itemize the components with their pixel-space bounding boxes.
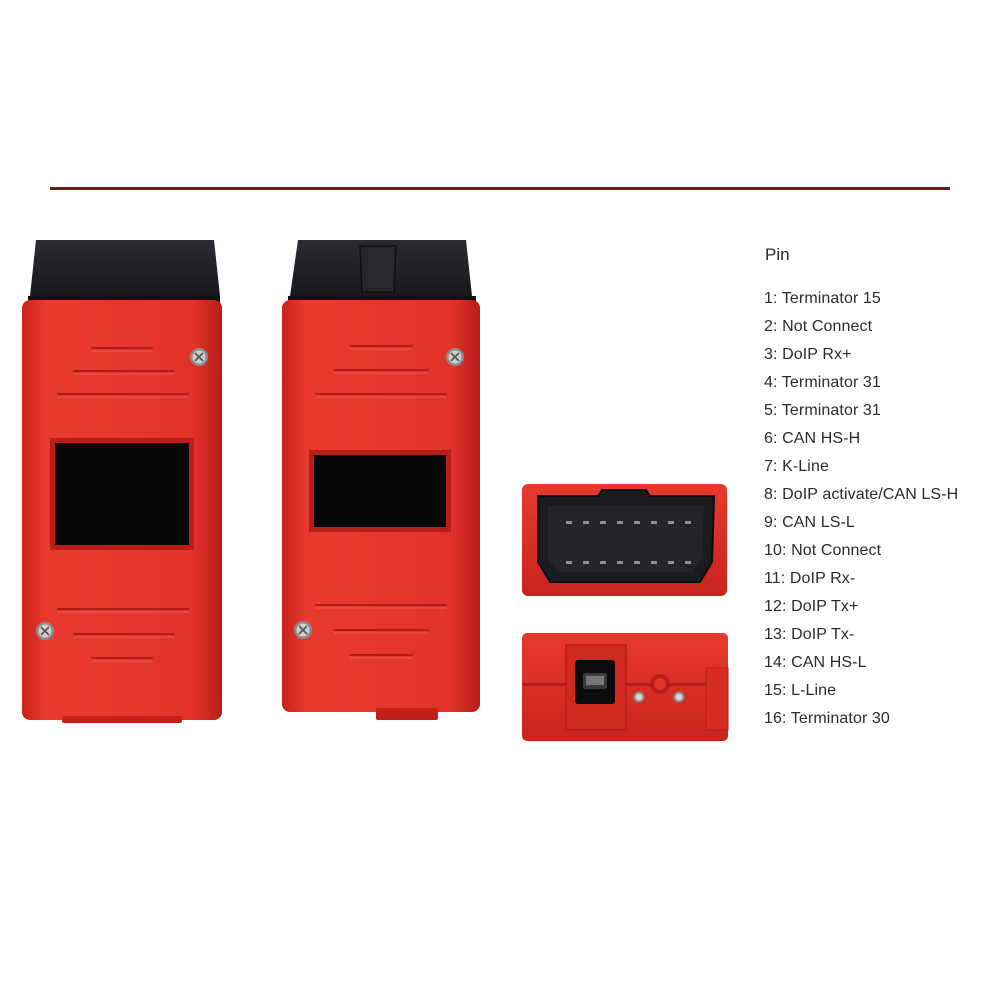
list-item: 16: Terminator 30 [764,710,890,727]
led-indicator-icon [650,674,670,694]
list-item: 9: CAN LS-L [764,514,855,531]
list-item: 14: CAN HS-L [764,654,867,671]
obd-socket-view [522,484,727,596]
pin-title: Pin [765,245,790,264]
obd-connector-cap [30,240,220,306]
display-window [55,443,189,545]
list-item: 4: Terminator 31 [764,374,881,391]
list-item: 3: DoIP Rx+ [764,346,852,363]
screw-icon [633,691,645,703]
list-item: 1: Terminator 15 [764,290,881,307]
list-item: 2: Not Connect [764,318,873,335]
list-item: 5: Terminator 31 [764,402,881,419]
list-item: 12: DoIP Tx+ [764,598,859,615]
device-rear-view [282,240,480,720]
list-item: 10: Not Connect [764,542,882,559]
list-item: 15: L-Line [764,682,837,699]
screw-icon [36,622,54,640]
screw-icon [673,691,685,703]
list-item: 8: DoIP activate/CAN LS-H [764,486,959,503]
list-item: 6: CAN HS-H [764,430,861,447]
header-divider [50,187,950,190]
pin-list: 1: Terminator 15 2: Not Connect 3: DoIP … [764,285,996,733]
device-front-view [22,240,222,723]
list-item: 13: DoIP Tx- [764,626,855,643]
display-window [314,455,446,527]
pin-panel: Pin 1: Terminator 15 2: Not Connect 3: D… [764,244,996,733]
screw-icon [190,348,208,366]
usb-port-icon [575,660,615,704]
list-item: 11: DoIP Rx- [764,570,856,587]
list-item: 7: K-Line [764,458,829,475]
screw-icon [294,621,312,639]
screw-icon [446,348,464,366]
device-side-view [522,633,729,741]
